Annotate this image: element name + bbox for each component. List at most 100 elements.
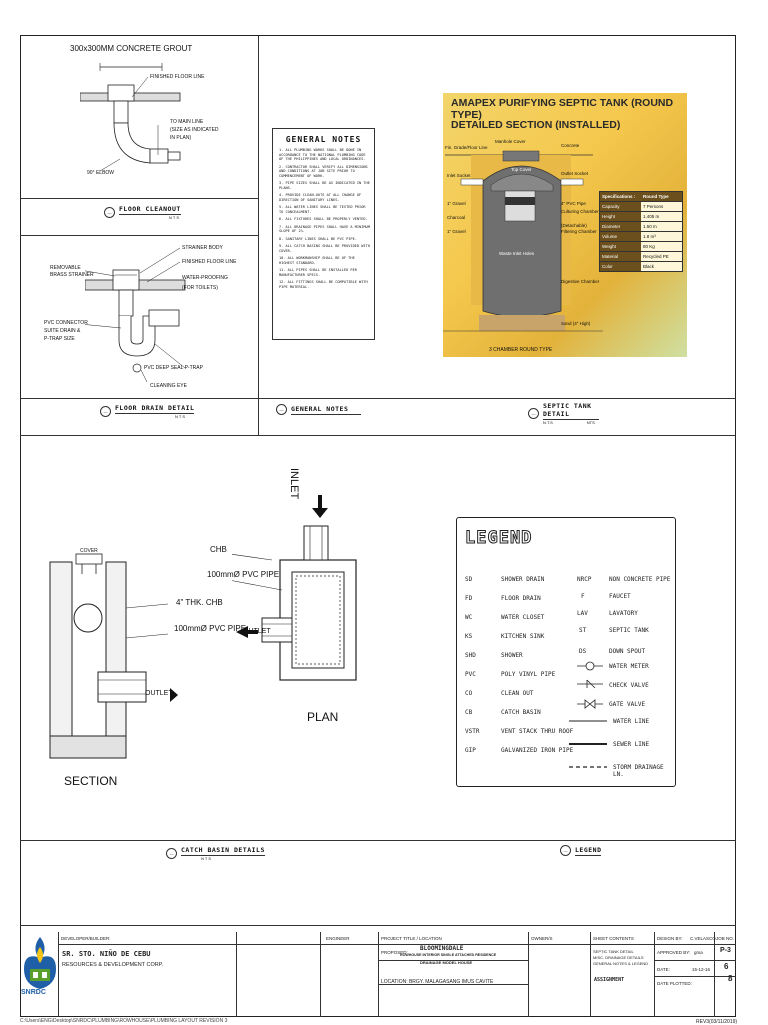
divider-h2 <box>20 235 258 236</box>
note-item: 2. CONTRACTOR SHALL VERIFY ALL DIMENSION… <box>279 164 368 178</box>
legend-box: LEGEND SD SHOWER DRAIN FD FLOOR DRAIN WC… <box>456 517 676 787</box>
legend-desc: SEPTIC TANK <box>609 627 649 634</box>
legend-code: KS <box>465 633 473 640</box>
legend-desc: KITCHEN SINK <box>501 633 545 640</box>
drain-finished-floor-label: FINISHED FLOOR LINE <box>182 259 237 265</box>
tb-div <box>654 960 736 961</box>
legend-desc: WATER LINE <box>613 718 650 725</box>
tank-digestive-label: Digestive Chamber <box>561 279 600 284</box>
cleanout-elbow-label: 90° ELBOW <box>87 170 115 176</box>
legend-desc: SEWER LINE <box>613 741 650 748</box>
note-item: 8. SANITARY LINES SHALL BE PVC PIPE. <box>279 236 357 241</box>
spec-row-value: Black <box>643 264 655 269</box>
legend-desc: FLOOR DRAIN <box>501 595 541 602</box>
design-by-value: C.VELASCO <box>690 936 716 941</box>
divider-h1 <box>20 198 258 199</box>
note-item: 12. ALL FITTINGS SHALL BE COMPATIBLE WIT… <box>279 280 368 289</box>
spec-header-value: Round Type <box>643 194 669 199</box>
engineer-label: ENGINEER <box>326 936 350 941</box>
plan-label: PLAN <box>307 710 339 724</box>
storm-drainage-icon <box>569 766 607 768</box>
date-value: 15-12-16 <box>692 967 711 972</box>
tb-div <box>378 932 379 1017</box>
cleanout-grout-label: 300x300MM CONCRETE GROUT <box>70 44 193 53</box>
sheet-small-label: ASSIGNMENT <box>594 977 625 983</box>
legend-desc: VENT STACK THRU ROOF <box>501 728 574 735</box>
outlet-plan-label: OUTLET <box>243 628 271 635</box>
divider-v1 <box>258 35 259 435</box>
catch-basin-section-drawing <box>49 553 178 759</box>
legend-desc: SHOWER DRAIN <box>501 576 545 583</box>
gate-valve-icon <box>577 699 603 709</box>
legend-code: CO <box>465 690 473 697</box>
tank-pvc-label: 4" PVC Pipe <box>561 201 586 206</box>
chb-thk-label: 4" THK. CHB <box>176 598 223 607</box>
drain-waterproof-label: WATER-PROOFING <box>182 275 228 281</box>
sheet-content-line: GENERAL NOTES & LEGEND <box>593 961 649 966</box>
job-no-label: JOB NO. <box>716 936 735 941</box>
septic-tank-drawing <box>443 150 603 332</box>
location: LOCATION: BRGY. MALAGASANG IMUS CAVITE <box>381 979 494 985</box>
septic-tank-image: AMAPEX PURIFYING SEPTIC TANK (ROUND TYPE… <box>443 93 687 357</box>
date-plotted-label: DATE PLOTTED: <box>657 981 692 986</box>
tank-top-cover-label: Top Cover <box>511 167 532 172</box>
tank-charcoal-label: Charcoal <box>447 215 466 220</box>
spec-row-label: Weight <box>600 242 641 251</box>
footer-path: C:\Users\ENG\Desktop\SNRDC\PLUMBING\ROWH… <box>20 1018 228 1024</box>
spec-row-label: Diameter <box>600 222 641 231</box>
legend-desc: CLEAN OUT <box>501 690 534 697</box>
spec-row-value: 1.405 m <box>643 214 660 219</box>
tank-inlet-label: Inlet Socket <box>447 173 471 178</box>
sheet-num: 6 <box>724 962 729 971</box>
title-circle-icon: — <box>100 406 111 417</box>
drain-toilets-label: (FOR TOILETS) <box>182 285 218 291</box>
general-notes-list: 1. ALL PLUMBING WORKS SHALL BE DONE IN A… <box>279 148 370 289</box>
developer-label: DEVELOPER/BUILDER: <box>61 936 111 941</box>
approved-value: gma <box>694 950 703 955</box>
drain-cleaning-eye-label: CLEANING EYE <box>150 383 187 389</box>
drain-deep-seal-label: PVC DEEP SEAL P-TRAP <box>144 365 203 371</box>
divider-h3 <box>20 398 736 399</box>
tb-div <box>528 932 529 1017</box>
tank-gravel1-label: 1" Gravel <box>447 201 466 206</box>
note-item: 7. ALL DRAINAGE PIPES SHALL HAVE A MINIM… <box>279 224 370 234</box>
legend-code: VSTR <box>465 728 480 735</box>
note-item: 5. ALL WATER LINES SHALL BE TESTED PRIOR… <box>279 205 366 214</box>
spec-row-value: 1.8 m³ <box>643 234 656 239</box>
spec-row-value: 7 Persons <box>643 204 664 209</box>
sheet-total: 8 <box>728 974 733 983</box>
catch-basin-title: — CATCH BASIN DETAILS N T S <box>166 846 265 861</box>
divider-h6 <box>20 925 736 926</box>
floor-drain-drawing <box>85 247 186 383</box>
title-circle-icon: — <box>104 207 115 218</box>
tb-div <box>58 932 59 1017</box>
legend-desc: CATCH BASIN <box>501 709 541 716</box>
spec-row-label: Capacity <box>600 202 641 211</box>
tank-filtering-label: Filtering Chamber <box>561 229 597 234</box>
legend-code: SHD <box>465 652 476 659</box>
company-name: SR. STO. NIÑO DE CEBU <box>62 950 151 958</box>
tank-concrete-label: Concrete <box>561 143 580 148</box>
spec-row-value: 80 Kg <box>643 244 655 249</box>
catch-basin-plan-drawing <box>232 495 357 681</box>
legend-code: NRCP <box>577 576 592 583</box>
legend-desc: LAVATORY <box>609 610 638 617</box>
legend-code: PVC <box>465 671 476 678</box>
note-item: 9. ALL CATCH BASINS SHALL BE PROVIDED WI… <box>279 244 370 253</box>
drain-suite-label: SUITE DRAIN & <box>44 328 81 334</box>
tank-floor-line-label: Fin. Grade/Floor Line <box>445 145 488 150</box>
outlet-section-label: OUTLET <box>145 690 173 697</box>
tb-div <box>590 932 591 1017</box>
tank-waste-holes-label: Waste Inlet Holes <box>499 251 535 256</box>
project-name: BLOOMINGDALE <box>420 945 464 952</box>
sheet-content-line: MISC. DRAINAGE DETAILS <box>593 955 644 960</box>
tank-culturing-label: Culturing Chamber <box>561 209 599 214</box>
legend-desc: WATER CLOSET <box>501 614 545 621</box>
tank-gravel2-label: 1" Gravel <box>447 229 466 234</box>
legend-desc: WATER METER <box>609 663 649 670</box>
cleanout-size-label: (SIZE AS INDICATED <box>170 127 219 133</box>
project-sub: ROWHOUSE INTERIOR SINGLE ATTACHED RESIDE… <box>400 953 497 957</box>
legend-code: FD <box>465 595 473 602</box>
pvc-pipe-top-label: 100mmØ PVC PIPE <box>207 570 280 579</box>
